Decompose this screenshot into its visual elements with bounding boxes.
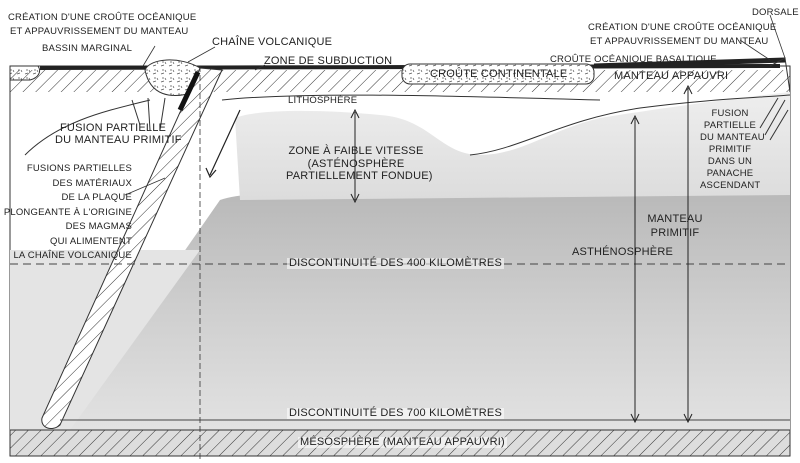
fusions-plaque-line: DE LA PLAQUE <box>61 192 132 203</box>
label-croute-continentale: CROÛTE CONTINENTALE <box>430 68 568 80</box>
label-discontinuite-700: DISCONTINUITÉ DES 700 KILOMÈTRES <box>287 407 504 419</box>
label-dorsale: DORSALE <box>752 7 799 18</box>
fusions-plaque-line: QUI ALIMENTENT <box>50 235 132 247</box>
label-zone-subduction: ZONE DE SUBDUCTION <box>264 55 393 67</box>
label-panache: FUSION PARTIELLE DU MANTEAU PRIMITIF DAN… <box>700 108 765 192</box>
panache-line: PANACHE <box>706 168 754 179</box>
label-creation-left-2: ET APPAUVRISSEMENT DU MANTEAU <box>10 26 189 37</box>
panache-line: FUSION <box>711 108 749 119</box>
manteau-primitif-line: PRIMITIF <box>650 227 700 239</box>
fusions-plaque-line: PLONGEANTE À L'ORIGINE <box>3 206 132 218</box>
zone-faible-line: PARTIELLEMENT FONDUE) <box>286 170 433 182</box>
label-croute-oceanique: CROÛTE OCÉANIQUE BASALTIQUE <box>550 54 717 65</box>
fusions-plaque-line: DES MAGMAS <box>65 221 132 232</box>
low-velocity-zone <box>235 92 790 200</box>
label-manteau-appauvri: MANTEAU APPAUVRI <box>614 70 729 82</box>
thickness-arrows <box>350 84 693 424</box>
label-creation-left-1: CRÉATION D'UNE CROÛTE OCÉANIQUE <box>8 12 197 23</box>
label-fusions-plaque: FUSIONS PARTIELLES DES MATÉRIAUX DE LA P… <box>0 162 132 264</box>
label-creation-right-2: ET APPAUVRISSEMENT DU MANTEAU <box>590 36 769 47</box>
arc-melt-arrows <box>131 97 166 131</box>
fusions-plaque-line: LA CHAÎNE VOLCANIQUE <box>13 250 132 261</box>
label-mesosphere: MÉSOSPHÈRE (MANTEAU APPAUVRI) <box>298 436 507 448</box>
asthenosphere-zone <box>60 193 790 430</box>
zone-faible-line: ZONE À FAIBLE VITESSE <box>288 145 424 157</box>
panache-line: PRIMITIF <box>708 144 752 155</box>
label-fusion-manteau-1: FUSION PARTIELLE <box>60 122 167 134</box>
label-discontinuite-400: DISCONTINUITÉ DES 400 KILOMÈTRES <box>287 257 504 269</box>
label-asthenosphere: ASTHÉNOSPHÈRE <box>572 246 674 258</box>
panache-line: DU MANTEAU <box>700 132 765 143</box>
panache-line: PARTIELLE <box>703 120 757 131</box>
panache-line: DANS UN <box>707 156 753 167</box>
fusions-plaque-line: FUSIONS PARTIELLES <box>26 163 132 174</box>
label-zone-faible-vitesse: ZONE À FAIBLE VITESSE (ASTÉNOSPHÈRE PART… <box>286 145 433 183</box>
zone-faible-line: (ASTÉNOSPHÈRE <box>307 157 405 170</box>
label-chaine-volcanique: CHAÎNE VOLCANIQUE <box>212 36 333 48</box>
label-creation-right-1: CRÉATION D'UNE CROÛTE OCÉANIQUE <box>588 22 777 33</box>
label-fusion-manteau-2: DU MANTEAU PRIMITIF <box>55 134 182 146</box>
fusions-plaque-line: DES MATÉRIAUX <box>52 177 132 189</box>
label-manteau-primitif: MANTEAU PRIMITIF <box>645 212 705 240</box>
panache-line: ASCENDANT <box>700 180 761 191</box>
label-bassin-marginal: BASSIN MARGINAL <box>42 43 133 54</box>
label-lithosphere: LITHOSPHÈRE <box>288 95 358 106</box>
plume-arrows <box>759 97 789 141</box>
manteau-primitif-line: MANTEAU <box>647 213 703 225</box>
